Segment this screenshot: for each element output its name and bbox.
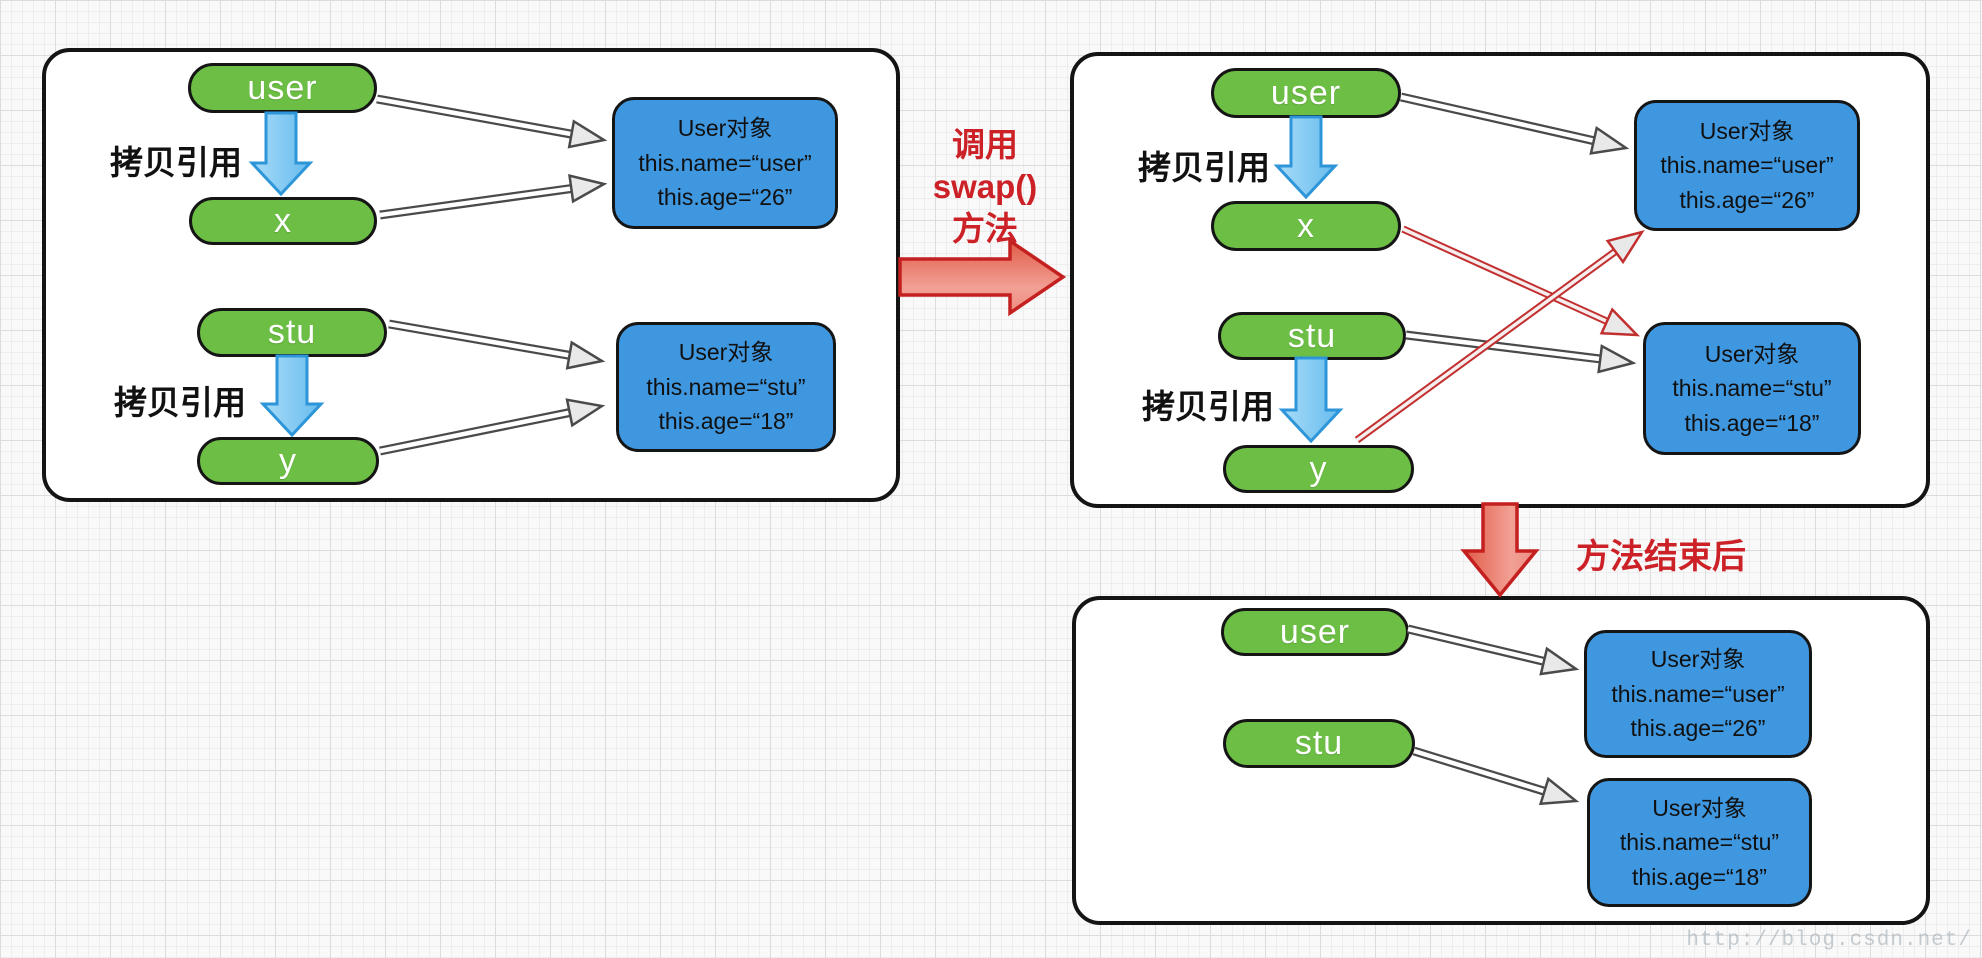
object-age-line: this.age=“18” <box>1632 863 1767 890</box>
after-object-stu: User对象 this.name=“stu” this.age=“18” <box>1587 778 1812 907</box>
during-object-user: User对象 this.name=“user” this.age=“26” <box>1634 100 1860 231</box>
during-node-x-label: x <box>1297 206 1315 245</box>
after-node-stu: stu <box>1223 719 1415 768</box>
object-age-line: this.age=“18” <box>658 408 794 435</box>
during-node-stu-label: stu <box>1287 316 1337 355</box>
before-node-x: x <box>189 197 377 245</box>
after-node-user: user <box>1221 608 1409 656</box>
object-title: User对象 <box>1699 117 1795 144</box>
during-node-y-label: y <box>1309 449 1328 488</box>
during-copy-reference-label-1: 拷贝引用 <box>1138 149 1270 186</box>
during-node-x: x <box>1211 201 1401 251</box>
object-title: User对象 <box>1650 646 1746 673</box>
panel-after-swap: user stu User对象 this.name=“user” this.ag… <box>1072 596 1930 925</box>
big-arrow-call-swap <box>898 237 1067 317</box>
before-object-user: User对象 this.name=“user” this.age=“26” <box>612 97 838 229</box>
before-node-stu: stu <box>197 308 387 357</box>
object-name-line: this.name=“stu” <box>1619 829 1780 856</box>
before-node-y-label: y <box>279 441 297 480</box>
after-node-stu-label: stu <box>1294 724 1344 762</box>
before-node-user-label: user <box>247 68 318 107</box>
object-age-line: this.age=“26” <box>1679 186 1815 213</box>
object-title: User对象 <box>678 339 774 366</box>
object-name-line: this.name=“stu” <box>646 373 806 400</box>
object-name-line: this.name=“user” <box>1660 152 1834 179</box>
call-swap-label: 调用 swap() 方法 <box>905 124 1065 250</box>
before-node-stu-label: stu <box>267 313 317 351</box>
panel-during-swap: user 拷贝引用 x stu 拷贝引用 y User对象 this.name=… <box>1070 52 1930 508</box>
during-node-stu: stu <box>1218 312 1406 360</box>
before-node-y: y <box>197 437 379 485</box>
object-title: User对象 <box>1652 794 1747 821</box>
object-name-line: this.name=“user” <box>1611 680 1785 707</box>
object-name-line: this.name=“user” <box>638 149 812 176</box>
before-object-stu: User对象 this.name=“stu” this.age=“18” <box>616 322 836 452</box>
after-node-user-label: user <box>1279 612 1351 651</box>
after-object-user: User对象 this.name=“user” this.age=“26” <box>1584 630 1812 758</box>
before-copy-reference-label-2: 拷贝引用 <box>114 384 246 421</box>
during-node-y: y <box>1223 445 1414 493</box>
object-age-line: this.age=“26” <box>657 184 793 211</box>
object-title: User对象 <box>677 115 773 142</box>
call-swap-line-3: 方法 <box>952 210 1018 247</box>
object-name-line: this.name=“stu” <box>1672 375 1832 402</box>
object-age-line: this.age=“18” <box>1684 409 1820 436</box>
call-swap-line-1: 调用 <box>952 126 1018 163</box>
big-arrow-method-end <box>1460 502 1540 598</box>
during-object-stu: User对象 this.name=“stu” this.age=“18” <box>1643 322 1861 455</box>
panel-before-swap: user 拷贝引用 x stu 拷贝引用 y User对象 this.name=… <box>42 48 900 502</box>
csdn-watermark: http://blog.csdn.net/ <box>1686 929 1972 952</box>
object-age-line: this.age=“26” <box>1630 715 1766 742</box>
before-copy-reference-label-1: 拷贝引用 <box>110 144 242 181</box>
call-swap-line-2: swap() <box>932 168 1038 205</box>
object-title: User对象 <box>1704 340 1800 367</box>
during-node-user: user <box>1211 68 1401 118</box>
before-node-x-label: x <box>274 201 292 240</box>
before-node-user: user <box>188 63 377 113</box>
method-end-label: 方法结束后 <box>1576 538 1746 576</box>
during-node-user-label: user <box>1270 73 1342 112</box>
during-copy-reference-label-2: 拷贝引用 <box>1142 388 1274 425</box>
